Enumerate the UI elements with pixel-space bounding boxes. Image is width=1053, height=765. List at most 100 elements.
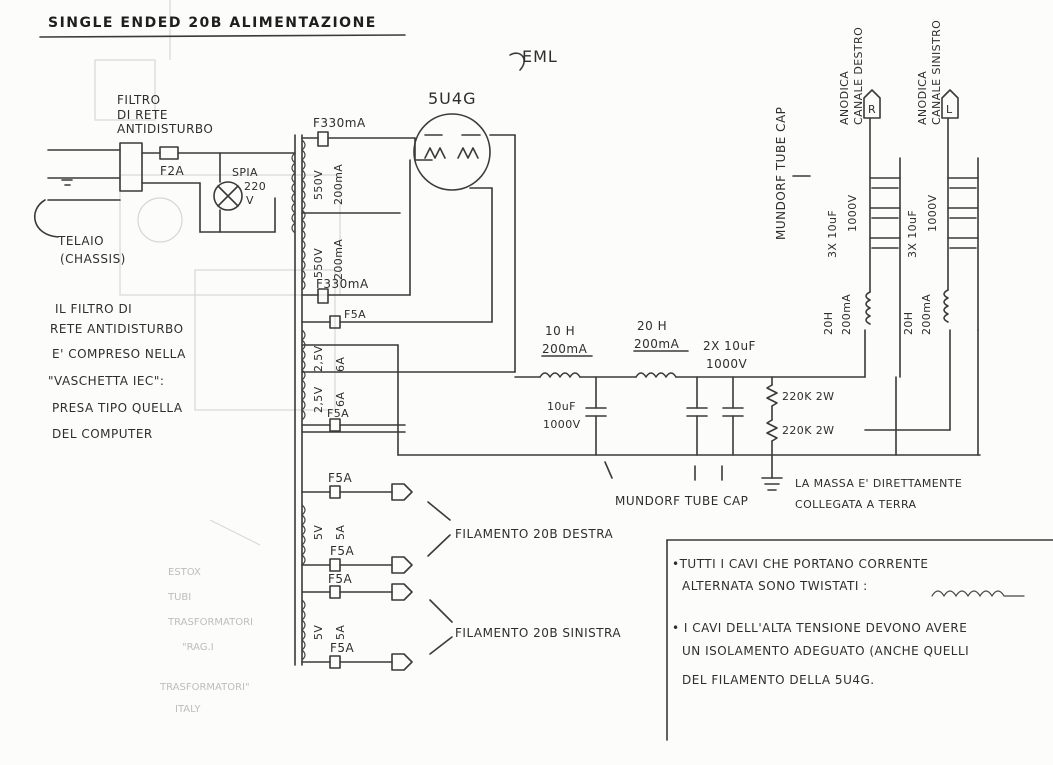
- lamp-label-3: V: [246, 194, 254, 207]
- resistor-icon: [766, 419, 778, 442]
- filter-label-2: DI RETE: [117, 108, 168, 122]
- lamp-label: SPIA: [232, 166, 258, 179]
- svg-text:20 H: 20 H: [637, 319, 667, 333]
- svg-text:3X 10uF: 3X 10uF: [906, 210, 919, 258]
- eml-arrow: [509, 52, 525, 71]
- mains-input-section: FILTRO DI RETE ANTIDISTURBO F2A SPIA 220…: [34, 93, 296, 266]
- mains-filter-box: [119, 142, 143, 192]
- svg-text:MUNDORF TUBE CAP: MUNDORF TUBE CAP: [774, 107, 788, 240]
- svg-text:"RAG.I: "RAG.I: [182, 642, 214, 653]
- filament-connector-icon: [391, 483, 413, 501]
- svg-text:2X 10uF: 2X 10uF: [703, 339, 756, 353]
- svg-text:ALTERNATA SONO TWISTATI :: ALTERNATA SONO TWISTATI :: [682, 579, 868, 593]
- svg-text:DEL FILAMENTO DELLA 5U4G.: DEL FILAMENTO DELLA 5U4G.: [682, 673, 875, 687]
- svg-text:F330mA: F330mA: [316, 277, 369, 291]
- svg-text:F5A: F5A: [344, 308, 366, 321]
- svg-text:10 H: 10 H: [545, 324, 575, 338]
- anode-r-connector-icon: [863, 89, 881, 119]
- cap-bank-right: [869, 177, 901, 249]
- twisted-cable-icon: [931, 590, 1025, 598]
- filter-note: IL FILTRO DI RETE ANTIDISTURBO E' COMPRE…: [48, 302, 186, 441]
- svg-text:• I CAVI DELL'ALTA TENSIONE DE: • I CAVI DELL'ALTA TENSIONE DEVONO AVERE: [672, 621, 967, 635]
- svg-text:F5A: F5A: [328, 471, 353, 485]
- svg-text:•TUTTI I CAVI CHE PORTANO CORR: •TUTTI I CAVI CHE PORTANO CORRENTE: [672, 557, 929, 571]
- tube-5u4g-icon: [413, 113, 491, 191]
- chassis-label-2: (CHASSIS): [60, 252, 126, 266]
- svg-text:200mA: 200mA: [332, 164, 345, 205]
- output-branches: R L ANODICA CANALE DESTRO ANODICA CANALE…: [774, 20, 979, 456]
- svg-text:L: L: [946, 103, 953, 116]
- svg-text:200mA: 200mA: [840, 294, 853, 335]
- svg-text:ITALY: ITALY: [175, 704, 201, 715]
- fuse-label: F2A: [160, 164, 185, 178]
- pilot-lamp-icon: [213, 181, 243, 211]
- svg-text:CANALE DESTRO: CANALE DESTRO: [852, 27, 865, 125]
- svg-text:220K 2W: 220K 2W: [782, 424, 834, 437]
- svg-text:TRASFORMATORI": TRASFORMATORI": [159, 682, 250, 693]
- cap-bank-left: [947, 177, 979, 249]
- ground-note: LA MASSA E' DIRETTAMENTE: [795, 477, 962, 490]
- paper-show-through: ESTOX TUBI TRASFORMATORI "RAG.I TRASFORM…: [94, 0, 341, 715]
- svg-text:2,5V: 2,5V: [312, 345, 325, 372]
- svg-text:RETE ANTIDISTURBO: RETE ANTIDISTURBO: [50, 322, 184, 336]
- chassis-arrow: [34, 199, 59, 238]
- notes-box: •TUTTI I CAVI CHE PORTANO CORRENTE ALTER…: [666, 539, 1053, 741]
- svg-text:ESTOX: ESTOX: [168, 567, 201, 578]
- svg-text:1000V: 1000V: [706, 357, 748, 371]
- lamp-label-2: 220: [244, 180, 266, 193]
- svg-text:550V: 550V: [312, 170, 325, 200]
- svg-text:6A: 6A: [334, 392, 347, 407]
- filament-connector-icon: [391, 556, 413, 574]
- svg-text:"VASCHETTA IEC":: "VASCHETTA IEC":: [48, 374, 164, 388]
- svg-text:5A: 5A: [334, 525, 347, 540]
- svg-text:5V: 5V: [312, 625, 325, 640]
- svg-text:PRESA TIPO QUELLA: PRESA TIPO QUELLA: [52, 401, 183, 415]
- svg-text:DEL COMPUTER: DEL COMPUTER: [52, 427, 153, 441]
- svg-text:550V: 550V: [312, 248, 325, 278]
- filament-connector-icon: [391, 653, 413, 671]
- svg-text:200mA: 200mA: [332, 239, 345, 280]
- svg-text:1000V: 1000V: [846, 194, 859, 232]
- choke-20h-icon: [635, 372, 677, 378]
- title-underline: [39, 34, 406, 38]
- svg-text:TRASFORMATORI: TRASFORMATORI: [167, 617, 253, 628]
- filament-connector-icon: [391, 583, 413, 601]
- svg-text:ANODICA: ANODICA: [916, 71, 929, 125]
- svg-text:E' COMPRESO NELLA: E' COMPRESO NELLA: [52, 347, 186, 361]
- ground-note-2: COLLEGATA A TERRA: [795, 498, 917, 511]
- svg-text:F5A: F5A: [328, 572, 353, 586]
- svg-text:20H: 20H: [902, 312, 915, 335]
- svg-text:F5A: F5A: [327, 407, 349, 420]
- choke-left-icon: [943, 289, 949, 323]
- tube-brand-label: EML: [522, 47, 558, 66]
- svg-text:F5A: F5A: [330, 544, 355, 558]
- filter-label: FILTRO: [117, 93, 161, 107]
- svg-text:3X 10uF: 3X 10uF: [826, 210, 839, 258]
- svg-text:1000V: 1000V: [543, 418, 581, 431]
- svg-text:1000V: 1000V: [926, 194, 939, 232]
- svg-text:2,5V: 2,5V: [312, 386, 325, 413]
- svg-text:CANALE SINISTRO: CANALE SINISTRO: [930, 20, 943, 125]
- svg-text:5V: 5V: [312, 525, 325, 540]
- svg-text:R: R: [868, 103, 876, 116]
- svg-text:UN ISOLAMENTO ADEGUATO (ANCHE: UN ISOLAMENTO ADEGUATO (ANCHE QUELLI: [682, 644, 969, 658]
- svg-text:F330mA: F330mA: [313, 116, 366, 130]
- svg-text:5A: 5A: [334, 625, 347, 640]
- svg-text:TUBI: TUBI: [167, 592, 191, 603]
- svg-text:ANODICA: ANODICA: [838, 71, 851, 125]
- choke-right-icon: [865, 291, 871, 325]
- rectifier-tube: EML 5U4G: [397, 47, 558, 456]
- filter-label-3: ANTIDISTURBO: [117, 122, 213, 136]
- svg-text:F5A: F5A: [330, 641, 355, 655]
- resistor-icon: [766, 384, 778, 407]
- svg-text:200mA: 200mA: [542, 342, 588, 356]
- svg-text:10uF: 10uF: [547, 400, 576, 413]
- choke-10h-icon: [539, 372, 581, 378]
- filament-labels: FILAMENTO 20B DESTRA FILAMENTO 20B SINIS…: [427, 501, 621, 655]
- svg-text:IL FILTRO DI: IL FILTRO DI: [55, 302, 132, 316]
- svg-text:200mA: 200mA: [920, 294, 933, 335]
- tube-type-label: 5U4G: [428, 89, 476, 108]
- page-title: SINGLE ENDED 20B ALIMENTAZIONE: [48, 15, 377, 31]
- anode-l-connector-icon: [941, 89, 959, 119]
